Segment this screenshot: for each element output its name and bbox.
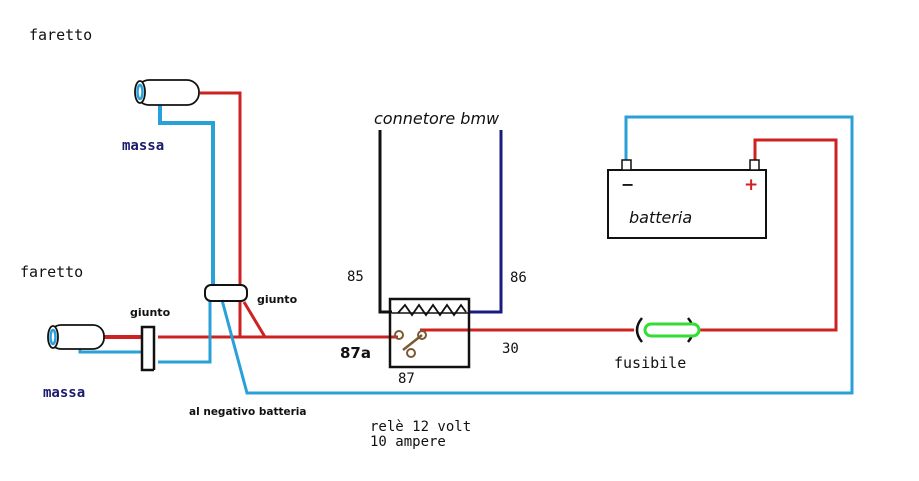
- label-pin-85: 85: [347, 269, 364, 285]
- label-giunto-left: giunto: [130, 306, 171, 319]
- fuse-element: [643, 322, 701, 338]
- lamp-top-body: [136, 79, 200, 106]
- label-battery-minus: −: [621, 175, 634, 194]
- fuse: [635, 317, 701, 343]
- label-rele-line2: 10 ampere: [370, 434, 446, 450]
- relay: [388, 297, 471, 369]
- lamp-top: [134, 79, 200, 106]
- wire-battery-positive: [697, 138, 838, 332]
- wire-left-joint-ground: [158, 300, 212, 364]
- label-giunto-right: giunto: [257, 293, 298, 306]
- label-pin-87a: 87a: [340, 344, 371, 362]
- label-faretto-left: faretto: [20, 263, 83, 281]
- label-pin-86: 86: [510, 270, 527, 286]
- junction-main: [204, 284, 248, 302]
- label-massa-top: massa: [122, 138, 164, 154]
- junction-main-body: [204, 284, 248, 302]
- label-al-negativo-batteria: al negativo batteria: [189, 406, 307, 418]
- battery-negative-terminal: [621, 159, 632, 171]
- label-batteria: batteria: [629, 208, 692, 227]
- label-massa-bottom: massa: [43, 385, 85, 401]
- relay-contact-bottom: [406, 348, 416, 358]
- lamp-top-lens-ring: [136, 83, 144, 101]
- wire-ground-to-battery: [220, 115, 854, 395]
- wire-top-lamp-ground: [158, 103, 215, 285]
- wire-top-lamp-positive: [200, 91, 242, 285]
- label-fusibile: fusibile: [614, 354, 686, 372]
- label-pin-87: 87: [398, 371, 415, 387]
- label-rele-line1: relè 12 volt: [370, 419, 471, 435]
- junction-left: [140, 325, 156, 372]
- lamp-left-lens-ring: [49, 328, 57, 346]
- label-connettore-bmw: connetore bmw: [374, 109, 500, 128]
- relay-contact-right: [417, 330, 427, 340]
- wire-pin-85: [378, 130, 392, 314]
- lamp-left: [47, 324, 105, 350]
- label-faretto-top: faretto: [29, 26, 92, 44]
- fuse-bracket-left: [635, 317, 643, 343]
- label-pin-30: 30: [502, 341, 519, 357]
- battery-positive-terminal: [749, 159, 760, 171]
- relay-body: [388, 297, 471, 369]
- battery-body: [607, 169, 767, 239]
- junction-left-body: [140, 325, 156, 372]
- relay-switch-arm: [402, 334, 423, 351]
- wire-pin-86: [468, 130, 503, 314]
- relay-contact-left: [394, 330, 404, 340]
- label-battery-plus: +: [744, 175, 758, 195]
- wire-junction-red-diagonal: [242, 301, 267, 338]
- battery: [607, 159, 767, 239]
- relay-coil: [397, 303, 467, 317]
